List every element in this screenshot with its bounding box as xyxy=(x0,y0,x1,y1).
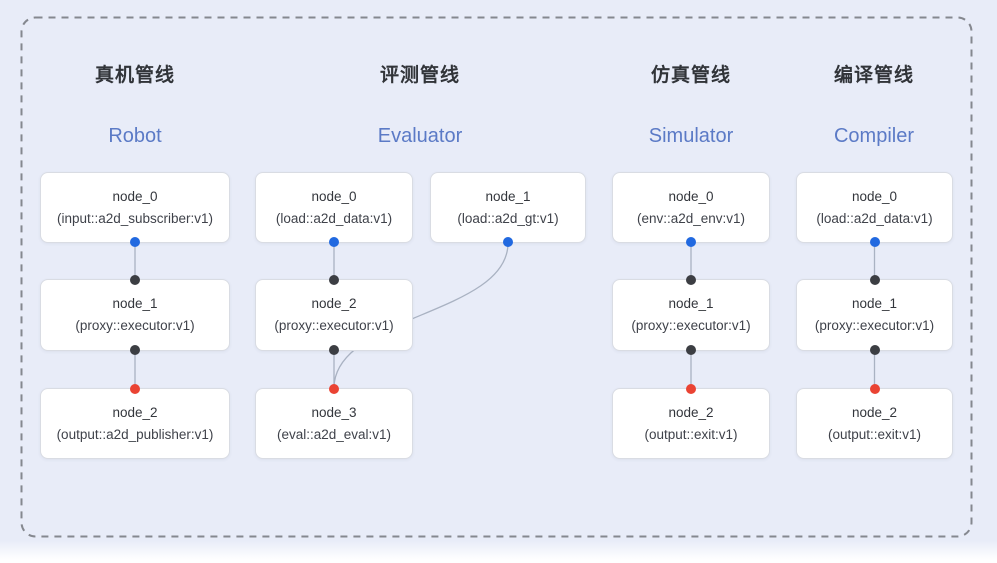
node-name: node_1 xyxy=(485,188,531,204)
flow-node-evaluator-node-2[interactable]: node_2 (proxy::executor:v1) xyxy=(255,275,413,355)
node-name: node_0 xyxy=(311,188,357,204)
edge-evaluator-n1-n3 xyxy=(333,242,509,389)
flow-node-evaluator-node-0[interactable]: node_0 (load::a2d_data:v1) xyxy=(255,172,413,247)
node-name: node_2 xyxy=(311,296,357,311)
node-type: (load::a2d_data:v1) xyxy=(275,210,393,226)
source-handle-dot xyxy=(869,237,880,247)
target-handle-dot xyxy=(686,384,696,394)
node-type: (output::exit:v1) xyxy=(827,426,922,442)
node-name: node_0 xyxy=(851,188,898,204)
target-handle-dot xyxy=(869,384,880,394)
flow-node-robot-node-1[interactable]: node_1 (proxy::executor:v1) xyxy=(40,275,230,355)
source-handle-dot xyxy=(130,237,140,247)
flow-node-compiler-node-0[interactable]: node_0 (load::a2d_data:v1) xyxy=(796,172,953,247)
pipeline-title-zh: 编译管线 xyxy=(833,65,914,86)
source-handle-dot xyxy=(329,345,339,355)
node-type: (proxy::executor:v1) xyxy=(631,318,751,333)
flow-node-simulator-node-2[interactable]: node_2 (output::exit:v1) xyxy=(612,384,770,459)
target-handle-dot xyxy=(869,275,880,285)
flow-node-robot-node-2[interactable]: node_2 (output::a2d_publisher:v1) xyxy=(40,384,230,459)
node-type: (output::a2d_publisher:v1) xyxy=(56,426,214,442)
node-name: node_2 xyxy=(112,404,158,420)
pipeline-title-zh: 真机管线 xyxy=(94,65,175,86)
node-name: node_2 xyxy=(668,404,714,420)
pipeline-title-en: Robot xyxy=(108,125,162,147)
node-name: node_0 xyxy=(668,188,714,204)
node-type: (proxy::executor:v1) xyxy=(75,318,195,333)
flow-node-compiler-node-1[interactable]: node_1 (proxy::executor:v1) xyxy=(796,275,953,355)
target-handle-dot xyxy=(329,384,339,394)
node-type: (env::a2d_env:v1) xyxy=(636,210,746,226)
flow-node-simulator-node-0[interactable]: node_0 (env::a2d_env:v1) xyxy=(612,172,770,247)
node-name: node_0 xyxy=(112,188,158,204)
node-type: (input::a2d_subscriber:v1) xyxy=(56,210,214,226)
node-type: (load::a2d_gt:v1) xyxy=(457,210,559,226)
header-evaluator: 评测管线 Evaluator xyxy=(310,64,530,148)
node-type: (load::a2d_data:v1) xyxy=(816,210,933,226)
node-name: node_1 xyxy=(851,296,898,311)
target-handle-dot xyxy=(130,384,140,394)
node-name: node_2 xyxy=(851,404,898,420)
target-handle-dot xyxy=(130,275,140,285)
header-simulator: 仿真管线 Simulator xyxy=(581,64,801,148)
source-handle-dot xyxy=(130,345,140,355)
dashed-boundary xyxy=(20,16,973,538)
target-handle-dot xyxy=(329,275,339,285)
header-compiler: 编译管线 Compiler xyxy=(764,64,984,148)
target-handle-dot xyxy=(686,275,696,285)
flow-node-simulator-node-1[interactable]: node_1 (proxy::executor:v1) xyxy=(612,275,770,355)
source-handle-dot xyxy=(503,237,513,247)
node-type: (proxy::executor:v1) xyxy=(274,318,394,333)
pipeline-title-en: Compiler xyxy=(833,125,915,147)
node-type: (output::exit:v1) xyxy=(644,426,738,442)
node-name: node_3 xyxy=(311,404,357,420)
node-type: (proxy::executor:v1) xyxy=(814,318,935,333)
source-handle-dot xyxy=(329,237,339,247)
flow-node-evaluator-node-3[interactable]: node_3 (eval::a2d_eval:v1) xyxy=(255,384,413,459)
source-handle-dot xyxy=(686,237,696,247)
flow-node-compiler-node-2[interactable]: node_2 (output::exit:v1) xyxy=(796,384,953,459)
node-name: node_1 xyxy=(668,296,714,311)
flow-node-robot-node-0[interactable]: node_0 (input::a2d_subscriber:v1) xyxy=(40,172,230,247)
source-handle-dot xyxy=(686,345,696,355)
pipeline-title-zh: 评测管线 xyxy=(379,65,460,86)
pipeline-title-zh: 仿真管线 xyxy=(650,65,731,86)
pipeline-title-en: Evaluator xyxy=(377,125,463,147)
flow-node-evaluator-node-1[interactable]: node_1 (load::a2d_gt:v1) xyxy=(430,172,586,247)
node-type: (eval::a2d_eval:v1) xyxy=(276,426,392,442)
node-name: node_1 xyxy=(112,296,158,311)
pipeline-title-en: Simulator xyxy=(648,125,734,147)
header-robot: 真机管线 Robot xyxy=(25,64,245,148)
source-handle-dot xyxy=(869,345,880,355)
